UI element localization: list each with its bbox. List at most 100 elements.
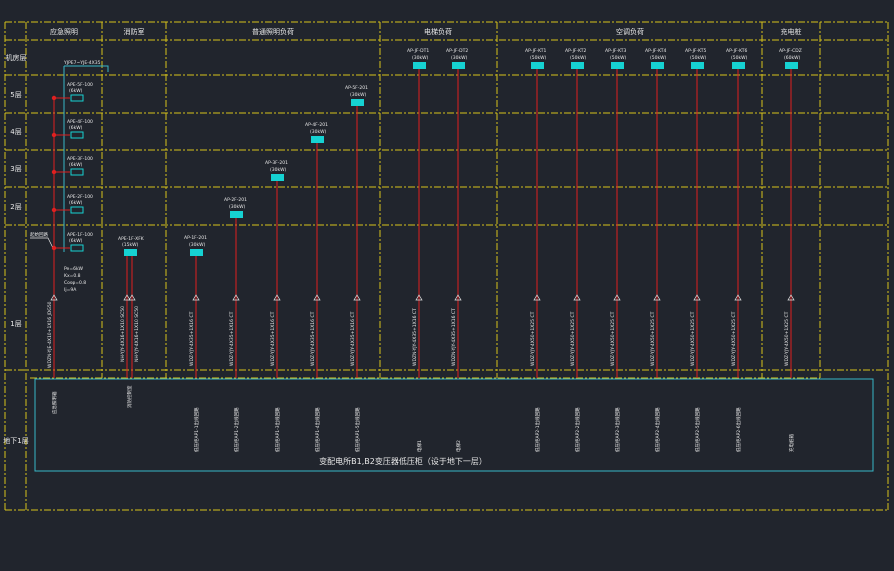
lighting-panel-box (271, 174, 284, 181)
emergency-panel-name: APE-5F-100 (67, 82, 93, 88)
emergency-end-label: 应急照明箱 (51, 391, 58, 414)
charger-panel-name: AP-JF-CDZ (779, 48, 802, 54)
arrow-marker (734, 294, 742, 301)
elevator-panel-box (452, 62, 465, 69)
aircon-cable-label: WDZ-YJY-4X50+1X25 CT (650, 311, 656, 366)
lighting-feeder: AP-4F-201(30kW)WDZ-YJY-4X35+1X16 CT低压柜AP… (305, 122, 328, 452)
floor-5: 5层 (10, 91, 21, 99)
elevator-panel-name: AP-JF-DT1 (407, 48, 429, 54)
arrow-marker (533, 294, 541, 301)
lighting-feeder: AP-2F-201(30kW)WDZ-YJY-4X35+1X16 CT低压柜AP… (224, 197, 247, 452)
lighting-panel-load: (30kW) (189, 242, 206, 248)
arrow-marker (192, 294, 200, 301)
lighting-panel-box (190, 249, 203, 256)
arrow-marker (273, 294, 281, 301)
aircon-end-label: 低压柜AP2-1出线回路 (534, 407, 541, 452)
charger-panel-box (785, 62, 798, 69)
arrow-marker (693, 294, 701, 301)
aircon-feeder: AP-JF-KT2(50kW)WDZ-YJY-4X50+1X25 CT低压柜AP… (565, 48, 587, 452)
emergency-param: Pe=6kW (64, 266, 84, 272)
charger-cable-label: WDZ-YJY-4X50+1X25 CT (784, 311, 790, 366)
aircon-panel-load: (50kW) (530, 55, 547, 61)
aircon-cable-label: WDZ-YJY-4X50+1X25 CT (530, 311, 536, 366)
lighting-panel-load: (30kW) (229, 204, 246, 210)
grid-lines (4, 21, 889, 511)
aircon-panel-name: AP-JF-KT3 (605, 48, 626, 54)
feeder-risers: AP-1F-201(30kW)WDZ-YJY-4X35+1X16 CT低压柜AP… (184, 48, 802, 452)
elevator-panel-box (413, 62, 426, 69)
emergency-panel-load: (6kW) (69, 125, 83, 131)
emergency-panel-load: (6kW) (69, 238, 83, 244)
elevator-panel-load: (30kW) (451, 55, 468, 61)
arrow-marker (232, 294, 240, 301)
floor-2: 2层 (10, 203, 21, 211)
emergency-panel-box (70, 131, 84, 139)
aircon-feeder: AP-JF-KT5(50kW)WDZ-YJY-4X50+1X25 CT低压柜AP… (685, 48, 707, 452)
lighting-end-label: 低压柜AP1-3出线回路 (274, 407, 281, 452)
emergency-panels: APE-5F-100(6kW)APE-4F-100(6kW)APE-3F-100… (51, 82, 93, 252)
lighting-panel-name: AP-5F-201 (345, 85, 368, 91)
header-emergency-lighting: 应急照明 (50, 27, 78, 36)
floor-b1: 地下1层 (3, 436, 28, 445)
lighting-feeder: AP-3F-201(30kW)WDZ-YJY-4X35+1X16 CT低压柜AP… (265, 160, 288, 452)
aircon-end-label: 低压柜AP2-6出线回路 (735, 407, 742, 452)
lighting-cable-label: WDZ-YJY-4X35+1X16 CT (189, 311, 195, 366)
lighting-panel-name: AP-2F-201 (224, 197, 247, 203)
charger-feeder: AP-JF-CDZ(60kW) WDZ-YJY-4X50+1X25 CT 充电桩箱 (779, 48, 802, 452)
lighting-panel-name: AP-4F-201 (305, 122, 328, 128)
lighting-panel-load: (30kW) (310, 129, 327, 135)
aircon-panel-load: (50kW) (610, 55, 627, 61)
lighting-cable-label: WDZ-YJY-4X35+1X16 CT (270, 311, 276, 366)
aircon-end-label: 低压柜AP2-2出线回路 (574, 407, 581, 452)
emergency-leader (30, 237, 55, 251)
emergency-param: Ij=9A (64, 287, 77, 293)
aircon-feeder: AP-JF-KT4(50kW)WDZ-YJY-4X50+1X25 CT低压柜AP… (645, 48, 667, 452)
aircon-end-label: 低压柜AP2-5出线回路 (694, 407, 701, 452)
floor-roof: 机房层 (6, 53, 27, 62)
emergency-panel-load: (6kW) (69, 162, 83, 168)
floor-4: 4层 (10, 128, 21, 136)
header-fire-control: 消防室 (124, 27, 145, 36)
lighting-panel-name: AP-3F-201 (265, 160, 288, 166)
aircon-cable-label: WDZ-YJY-4X50+1X25 CT (570, 311, 576, 366)
fire-control-riser: APE-1F-XFK (15kW) NH-YJY-4X16+1X10 SC50 … (118, 236, 145, 408)
elevator-panel-load: (30kW) (412, 55, 429, 61)
floor-labels: 机房层 5层 4层 3层 2层 1层 地下1层 (3, 53, 28, 445)
lighting-panel-name: AP-1F-201 (184, 235, 207, 241)
emergency-panel-name: APE-4F-100 (67, 119, 93, 125)
aircon-feeder: AP-JF-KT3(50kW)WDZ-YJY-4X50+1X25 CT低压柜AP… (605, 48, 627, 452)
arrow-marker (415, 294, 423, 301)
emergency-params: Pe=6kW Kx=0.8 Cosφ=0.8 Ij=9A (64, 266, 86, 293)
fire-panel-name: APE-1F-XFK (118, 236, 145, 242)
aircon-panel-name: AP-JF-KT1 (525, 48, 546, 54)
emergency-panel-name: APE-1F-100 (67, 232, 93, 238)
charger-panel-load: (60kW) (784, 55, 801, 61)
arrow-marker (50, 294, 58, 301)
emergency-start-label: 起始回路 (30, 231, 48, 238)
aircon-panel-box (732, 62, 745, 69)
header-elevator: 电梯负荷 (424, 27, 452, 36)
arrow-marker (653, 294, 661, 301)
aircon-panel-box (571, 62, 584, 69)
floor-3: 3层 (10, 165, 21, 173)
emergency-param: Cosφ=0.8 (64, 280, 86, 286)
charger-end-label: 充电桩箱 (788, 434, 795, 452)
emergency-bus-top (64, 65, 109, 72)
fire-end-label: 消防控制室 (126, 385, 133, 408)
lighting-cable-label: WDZ-YJY-4X35+1X16 CT (350, 311, 356, 366)
lighting-end-label: 低压柜AP1-5出线回路 (354, 407, 361, 452)
arrow-marker (313, 294, 321, 301)
lighting-end-label: 低压柜AP1-2出线回路 (233, 407, 240, 452)
aircon-panel-box (651, 62, 664, 69)
elevator-end-label: 电梯2 (455, 440, 462, 452)
aircon-panel-load: (50kW) (650, 55, 667, 61)
elevator-cable-label: WDZN-YJY-4X35+1X16 CT (412, 308, 418, 366)
arrow-marker (573, 294, 581, 301)
arrow-marker (123, 294, 131, 301)
emergency-cable-label: WDZN-YJE-4X10+1X16 JDG50 (47, 301, 53, 368)
fire-panel-load: (15kW) (122, 242, 139, 248)
emergency-panel-box (70, 244, 84, 252)
lighting-end-label: 低压柜AP1-4出线回路 (314, 407, 321, 452)
